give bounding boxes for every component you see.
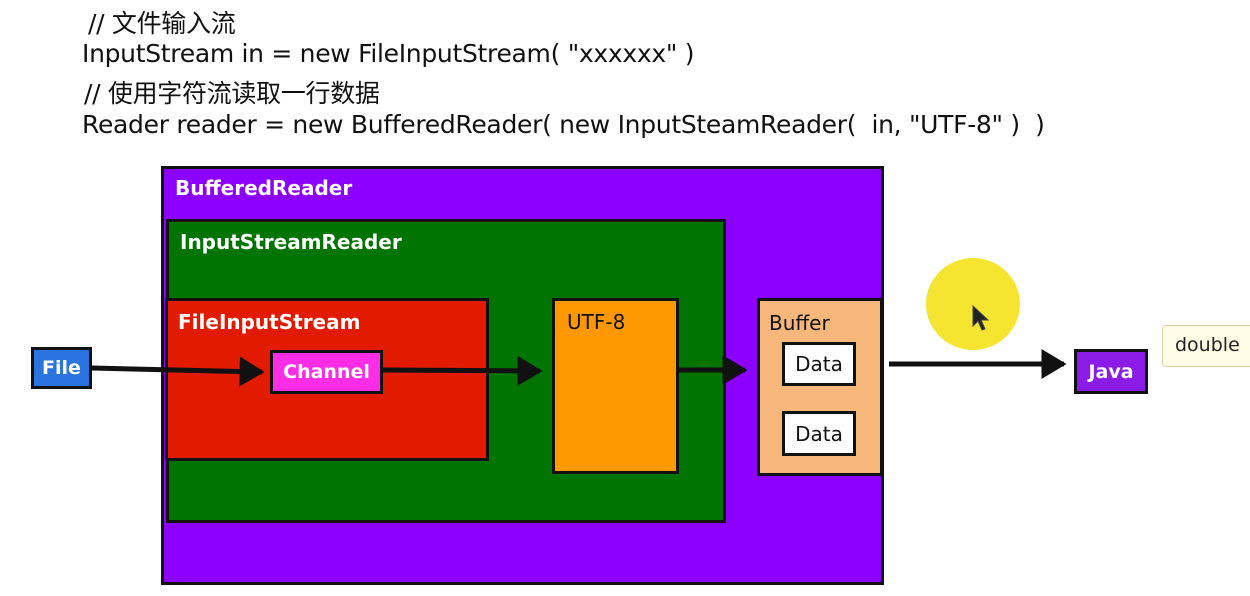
mouse-cursor-icon	[972, 304, 990, 331]
channel-tag: Channel	[270, 350, 383, 394]
code-line-input-stream: InputStream in = new FileInputStream( "x…	[82, 39, 695, 68]
buffered-reader-label: BufferedReader	[175, 176, 353, 200]
code-comment-read-line: // 使用字符流读取一行数据	[84, 79, 380, 108]
cursor-highlight	[926, 258, 1020, 350]
code-comment-file-input: // 文件输入流	[88, 9, 236, 38]
data-card-2: Data	[782, 411, 856, 456]
tooltip: double	[1162, 325, 1250, 367]
file-input-stream-label: FileInputStream	[178, 310, 361, 334]
java-tag: Java	[1074, 349, 1148, 394]
data-card-1: Data	[782, 342, 856, 386]
input-stream-reader-label: InputStreamReader	[180, 230, 402, 254]
tooltip-text: double	[1175, 334, 1240, 356]
code-line-reader: Reader reader = new BufferedReader( new …	[82, 110, 1045, 139]
file-tag: File	[31, 347, 92, 389]
utf8-box	[552, 298, 679, 474]
buffer-label: Buffer	[769, 311, 830, 335]
utf8-label: UTF-8	[567, 310, 626, 334]
